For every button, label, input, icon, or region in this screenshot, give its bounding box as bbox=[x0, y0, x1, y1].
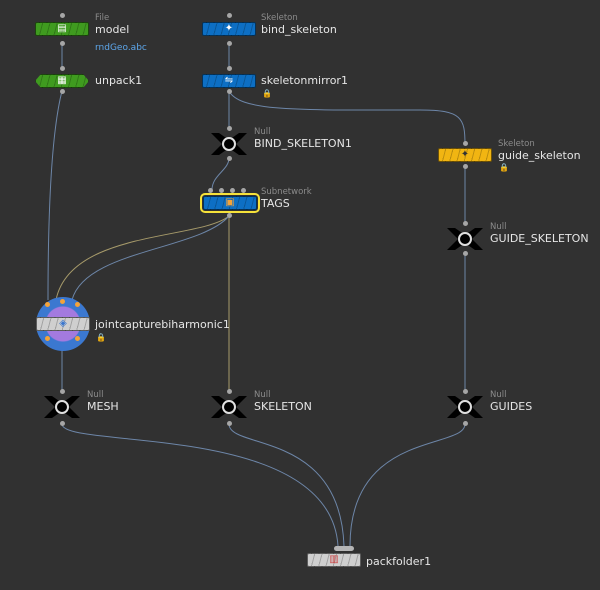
output-port[interactable] bbox=[227, 213, 232, 218]
null-icon[interactable] bbox=[209, 129, 249, 159]
node-type: File bbox=[95, 13, 110, 23]
input-port[interactable] bbox=[227, 66, 232, 71]
node-label: MESH bbox=[87, 400, 119, 413]
input-port[interactable] bbox=[60, 299, 65, 304]
input-port[interactable] bbox=[60, 389, 65, 394]
input-port[interactable] bbox=[227, 126, 232, 131]
node-type: Null bbox=[490, 390, 507, 400]
wire-unpack-joint bbox=[47, 90, 63, 301]
output-port[interactable] bbox=[227, 421, 232, 426]
output-port[interactable] bbox=[227, 89, 232, 94]
node-label: guide_skeleton bbox=[498, 149, 581, 162]
unpack-icon: ▦ bbox=[57, 75, 67, 86]
node-tile[interactable]: ⇋ bbox=[202, 74, 256, 88]
wire-mirror-guide bbox=[228, 90, 466, 146]
node-tile[interactable]: ▥ bbox=[307, 553, 361, 567]
input-port[interactable] bbox=[45, 302, 50, 307]
lock-icon: 🔒 bbox=[262, 89, 272, 98]
packfolder-icon: ▥ bbox=[329, 554, 339, 565]
node-type: Null bbox=[490, 222, 507, 232]
node-type: Null bbox=[254, 127, 271, 137]
node-tile[interactable]: ✦ bbox=[202, 22, 256, 36]
wire-bindnull-tags bbox=[211, 157, 230, 191]
node-type: Null bbox=[254, 390, 271, 400]
skeleton-icon: ✦ bbox=[460, 149, 470, 160]
node-tile[interactable]: ✦ bbox=[438, 148, 492, 162]
node-type: Subnetwork bbox=[261, 187, 312, 197]
wire-tags-joint-b bbox=[71, 215, 230, 301]
null-icon[interactable] bbox=[445, 224, 485, 254]
output-port[interactable] bbox=[45, 336, 50, 341]
wire-tags-joint-a bbox=[55, 215, 230, 301]
output-port[interactable] bbox=[463, 251, 468, 256]
input-port[interactable] bbox=[463, 221, 468, 226]
node-type: Skeleton bbox=[498, 139, 535, 149]
node-label: GUIDE_SKELETON bbox=[490, 232, 589, 245]
node-tile[interactable]: ◈ bbox=[36, 317, 90, 331]
input-port[interactable] bbox=[463, 141, 468, 146]
input-port[interactable] bbox=[463, 389, 468, 394]
input-port[interactable] bbox=[227, 13, 232, 18]
input-port[interactable] bbox=[75, 302, 80, 307]
node-label: skeletonmirror1 bbox=[261, 74, 348, 87]
output-port[interactable] bbox=[60, 41, 65, 46]
output-port[interactable] bbox=[60, 421, 65, 426]
output-port[interactable] bbox=[60, 89, 65, 94]
wire-skeleton-pack bbox=[228, 423, 345, 547]
node-label: model bbox=[95, 23, 130, 36]
wire-mesh-pack bbox=[61, 423, 339, 547]
output-port[interactable] bbox=[227, 41, 232, 46]
output-port[interactable] bbox=[227, 156, 232, 161]
input-port[interactable] bbox=[208, 188, 213, 193]
node-subtitle: rndGeo.abc bbox=[95, 43, 147, 53]
output-port[interactable] bbox=[463, 164, 468, 169]
node-tile[interactable]: ▣ bbox=[200, 193, 260, 213]
node-label: TAGS bbox=[261, 197, 290, 210]
node-label: BIND_SKELETON1 bbox=[254, 137, 352, 150]
lock-icon: 🔒 bbox=[96, 333, 106, 342]
mirror-icon: ⇋ bbox=[224, 75, 234, 86]
wire-guides-pack bbox=[349, 423, 466, 547]
output-port[interactable] bbox=[75, 336, 80, 341]
input-port[interactable] bbox=[219, 188, 224, 193]
node-type: Null bbox=[87, 390, 104, 400]
input-port[interactable] bbox=[230, 188, 235, 193]
input-port[interactable] bbox=[227, 389, 232, 394]
node-label: unpack1 bbox=[95, 74, 143, 87]
node-label: bind_skeleton bbox=[261, 23, 337, 36]
input-port[interactable] bbox=[241, 188, 246, 193]
node-tile[interactable]: ▦ bbox=[35, 74, 89, 88]
null-icon[interactable] bbox=[209, 392, 249, 422]
node-label: GUIDES bbox=[490, 400, 533, 413]
multi-input-port[interactable] bbox=[334, 546, 354, 551]
subnet-icon: ▣ bbox=[225, 197, 235, 208]
null-icon[interactable] bbox=[42, 392, 82, 422]
node-tile[interactable]: ▤ bbox=[35, 22, 89, 36]
node-label: jointcapturebiharmonic1 bbox=[95, 318, 230, 331]
node-label: packfolder1 bbox=[366, 555, 432, 568]
input-port[interactable] bbox=[60, 66, 65, 71]
capture-icon: ◈ bbox=[59, 318, 67, 329]
skeleton-icon: ✦ bbox=[224, 23, 234, 34]
input-port[interactable] bbox=[60, 13, 65, 18]
output-port[interactable] bbox=[463, 421, 468, 426]
node-type: Skeleton bbox=[261, 13, 298, 23]
lock-icon: 🔒 bbox=[499, 163, 509, 172]
node-label: SKELETON bbox=[254, 400, 312, 413]
null-icon[interactable] bbox=[445, 392, 485, 422]
file-icon: ▤ bbox=[57, 23, 67, 34]
